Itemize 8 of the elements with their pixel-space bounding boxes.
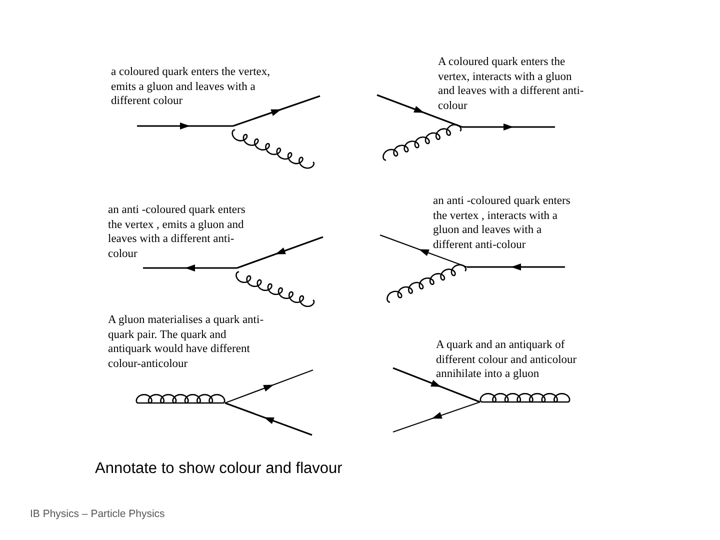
annotation-text: a coloured quark enters the vertex, emits a gluon and leaves with a different colour [111,65,271,108]
footer-text: IB Physics – Particle Physics [30,508,166,521]
annotation-text: an anti -coloured quark enters the vertex , emits a gluon and leaves with a different anti-colour [108,203,246,261]
annotation-text: A gluon materialises a quark anti-quark pair. The quark and antiquark would have different colour-anticolour [108,313,265,371]
instruction-text: Annotate to show colour and flavour [95,459,344,478]
annotation-text: A coloured quark enters the vertex, interacts with a gluon and leaves with a different anti-colour [438,55,585,113]
annotation-text: an anti -coloured quark enters the vertex , interacts with a gluon and leaves with a different anti-colour [433,194,572,252]
annotation-text: A quark and an antiquark of different colour and anticolour annihilate into a gluon [436,338,578,382]
